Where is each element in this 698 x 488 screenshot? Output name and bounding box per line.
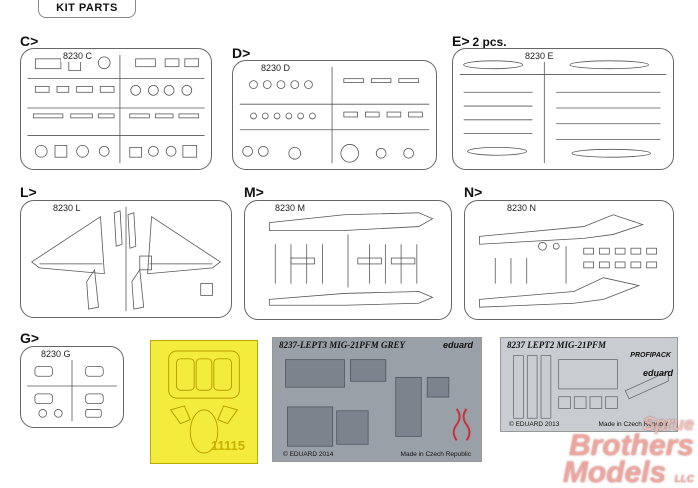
sprue-c-parts <box>27 54 205 164</box>
watermark-line3: Models LLC <box>562 456 694 488</box>
sprue-n-label: N> <box>464 184 483 200</box>
sprue-n: 8230 N <box>464 200 674 320</box>
sprue-c-label: C> <box>20 33 39 49</box>
sprue-g-parts <box>27 352 117 422</box>
watermark-suffix: LLC <box>674 474 694 485</box>
sprue-brothers-watermark: Sprue Brothers Models LLC <box>562 413 694 488</box>
kit-parts-title: KIT PARTS <box>38 0 136 18</box>
sprue-d-code: 8230 D <box>259 63 293 74</box>
pe-grey-brand: eduard <box>442 340 473 350</box>
sprue-e-count: 2 pcs. <box>472 35 507 49</box>
watermark-line2: Brothers <box>568 429 694 462</box>
sprue-n-parts <box>479 214 657 308</box>
sprue-l: 8230 L <box>20 200 232 318</box>
sprue-l-label: L> <box>20 184 37 200</box>
canopy-mask-sheet: 11115 <box>150 340 258 464</box>
photo-etch-grey-parts <box>285 359 471 447</box>
photo-etch-grey-sheet: 8237-LEPT3 MIG-21PFM GREY eduard © EDUAR… <box>272 337 482 462</box>
sprue-g-label: G> <box>20 330 40 346</box>
sprue-d-parts <box>239 66 430 164</box>
sprue-d-label: D> <box>232 45 251 61</box>
sprue-c-code: 8230 C <box>61 51 95 62</box>
watermark-models: Models <box>562 456 667 488</box>
pe-steel-title: 8237 LEPT2 MIG-21PFM <box>507 340 606 350</box>
sprue-m: 8230 M <box>244 200 452 320</box>
photo-etch-steel-sheet: 8237 LEPT2 MIG-21PFM PROFIPACK eduard © … <box>500 337 678 432</box>
sprue-e-parts <box>459 54 667 164</box>
sprue-d: 8230 D <box>232 60 437 170</box>
mask-shapes <box>168 350 240 454</box>
pe-steel-brand2: PROFIPACK <box>630 352 671 359</box>
sprue-l-parts <box>30 206 222 312</box>
sprue-m-label: M> <box>244 184 264 200</box>
watermark-line1: Sprue <box>642 413 694 434</box>
pe-grey-made-in: Made in Czech Republic <box>400 451 471 458</box>
sprue-l-code: 8230 L <box>51 203 83 214</box>
sprue-n-code: 8230 N <box>505 203 539 214</box>
sprue-g: 8230 G <box>20 346 124 428</box>
sprue-g-code: 8230 G <box>39 349 73 360</box>
sprue-e-letter: E> <box>452 33 470 49</box>
pe-steel-made-in: Made in Czech Republic <box>598 421 669 428</box>
pe-grey-title: 8237-LEPT3 MIG-21PFM GREY <box>279 340 405 350</box>
mask-number: 11115 <box>211 438 245 453</box>
sprue-c: 8230 C <box>20 48 212 170</box>
sprue-e-label: E>2 pcs. <box>452 33 507 49</box>
sprue-m-parts <box>268 212 434 306</box>
sprue-m-code: 8230 M <box>273 203 308 214</box>
photo-etch-steel-parts <box>513 355 669 419</box>
pe-grey-copyright: © EDUARD 2014 <box>283 451 334 458</box>
pe-steel-brand: eduard <box>642 368 673 378</box>
pe-steel-copyright: © EDUARD 2013 <box>509 421 560 428</box>
sprue-e: 8230 E <box>452 48 674 170</box>
sprue-e-code: 8230 E <box>523 51 556 62</box>
